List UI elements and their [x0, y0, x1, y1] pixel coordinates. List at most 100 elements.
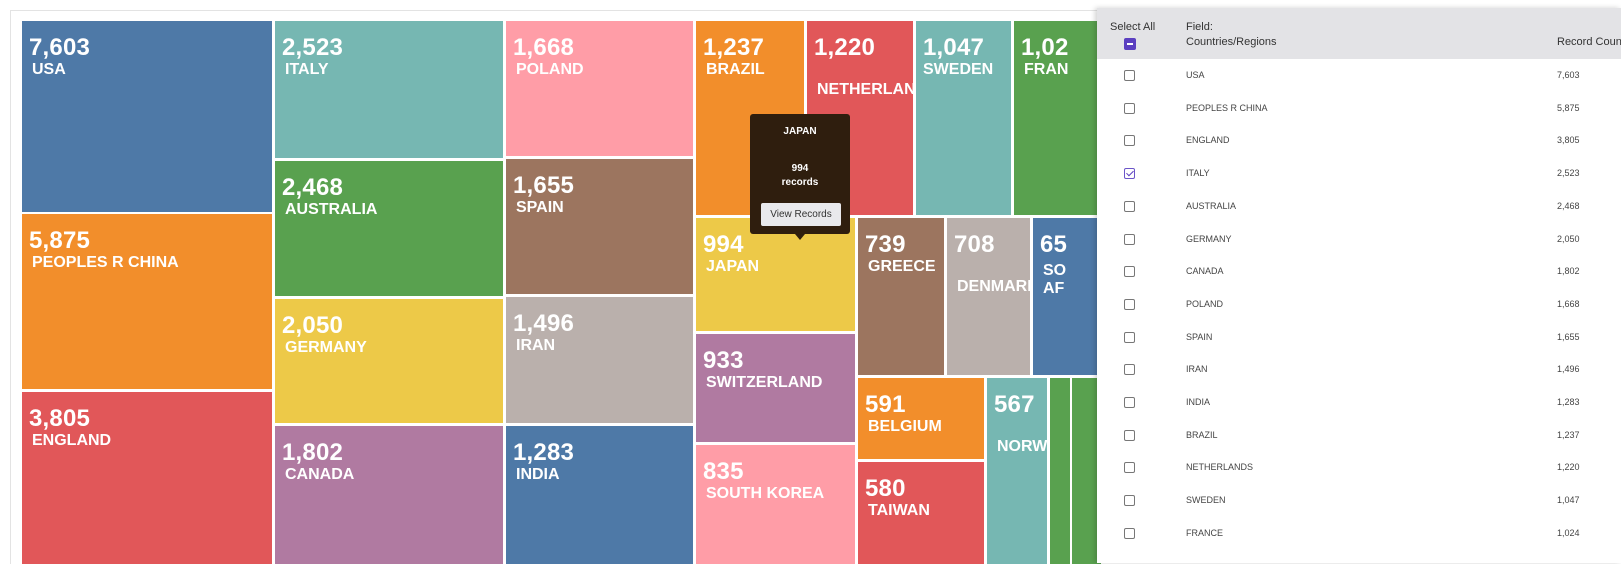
row-checkbox[interactable]	[1124, 200, 1135, 212]
row-checkbox[interactable]	[1124, 298, 1135, 310]
tooltip: JAPAN 994 records View Records	[750, 114, 850, 240]
row-checkbox[interactable]	[1124, 364, 1135, 376]
row-name: FRANCE	[1186, 527, 1224, 538]
treemap-tile-partial-1[interactable]	[1072, 378, 1101, 564]
row-name: AUSTRALIA	[1186, 200, 1237, 211]
row-count: 3,805	[1557, 135, 1580, 146]
field-value: Countries/Regions	[1186, 36, 1277, 48]
row-name: USA	[1186, 70, 1205, 80]
tooltip-unit: records	[781, 177, 819, 188]
tile-label: SPAIN	[516, 199, 564, 216]
tooltip-count: 994	[791, 163, 809, 174]
row-count: 1,668	[1557, 298, 1580, 309]
treemap-tile-partial-0[interactable]	[1050, 378, 1070, 564]
row-checkbox[interactable]	[1124, 233, 1135, 245]
tile-value: 5,875	[29, 227, 91, 254]
field-row[interactable]: POLAND 1,668	[1097, 288, 1621, 321]
row-count: 1,237	[1557, 429, 1580, 440]
select-all-checkbox[interactable]	[1124, 38, 1136, 50]
row-checkbox[interactable]	[1124, 331, 1135, 343]
row-count: 1,024	[1557, 527, 1580, 538]
row-count: 7,603	[1557, 70, 1580, 80]
row-count: 2,468	[1557, 200, 1580, 211]
tile-label: NETHERLANDS	[817, 81, 913, 98]
row-checkbox[interactable]	[1124, 70, 1135, 81]
row-checkbox[interactable]	[1124, 266, 1135, 278]
row-name: SPAIN	[1186, 331, 1213, 342]
tile-label: AUSTRALIA	[285, 201, 378, 218]
row-checkbox[interactable]	[1124, 495, 1135, 507]
field-row[interactable]: BRAZIL 1,237	[1097, 419, 1621, 452]
tile-value: 1,668	[513, 34, 575, 61]
tile-label: POLAND	[516, 61, 584, 78]
treemap-tile-denmark[interactable]: 708DENMARK	[947, 218, 1030, 375]
tile-label: BRAZIL	[706, 61, 765, 78]
row-name: BRAZIL	[1186, 429, 1218, 440]
tile-label: IRAN	[516, 337, 556, 354]
row-checkbox[interactable]	[1124, 102, 1135, 114]
tile-value: 1,220	[814, 34, 876, 61]
field-row[interactable]: ITALY 2,523	[1097, 157, 1621, 190]
row-count: 1,220	[1557, 462, 1580, 473]
row-checkbox[interactable]	[1124, 527, 1135, 539]
tile-value: 580	[865, 475, 906, 502]
row-count: 2,523	[1557, 168, 1580, 179]
row-name: POLAND	[1186, 298, 1224, 309]
row-checkbox[interactable]	[1124, 397, 1135, 408]
row-checkbox[interactable]	[1124, 168, 1135, 180]
tile-label: USA	[32, 61, 66, 78]
field-row[interactable]: FRANCE 1,024	[1097, 517, 1621, 550]
row-count: 1,496	[1557, 364, 1580, 375]
tile-value: 2,523	[282, 34, 344, 61]
tile-label: FRAN	[1024, 61, 1069, 78]
row-checkbox[interactable]	[1124, 429, 1135, 441]
row-name: ENGLAND	[1186, 135, 1230, 146]
record-count-header: Record Count	[1557, 36, 1621, 48]
field-row[interactable]: USA 7,603	[1097, 59, 1621, 92]
row-checkbox[interactable]	[1124, 135, 1135, 147]
row-checkbox[interactable]	[1124, 462, 1135, 474]
select-all-label: Select All	[1110, 21, 1156, 33]
field-panel: Select All Field: Countries/Regions Reco…	[1097, 8, 1621, 563]
field-row[interactable]: AUSTRALIA 2,468	[1097, 190, 1621, 223]
field-row[interactable]: ENGLAND 3,805	[1097, 124, 1621, 157]
view-records-button[interactable]: View Records	[761, 203, 841, 226]
tile-label: DENMARK	[957, 278, 1030, 295]
row-name: GERMANY	[1186, 233, 1232, 244]
tile-label: CANADA	[285, 466, 355, 483]
tile-value: 3,805	[29, 405, 91, 432]
row-name: ITALY	[1186, 168, 1210, 179]
tile-value: 65	[1040, 231, 1068, 258]
